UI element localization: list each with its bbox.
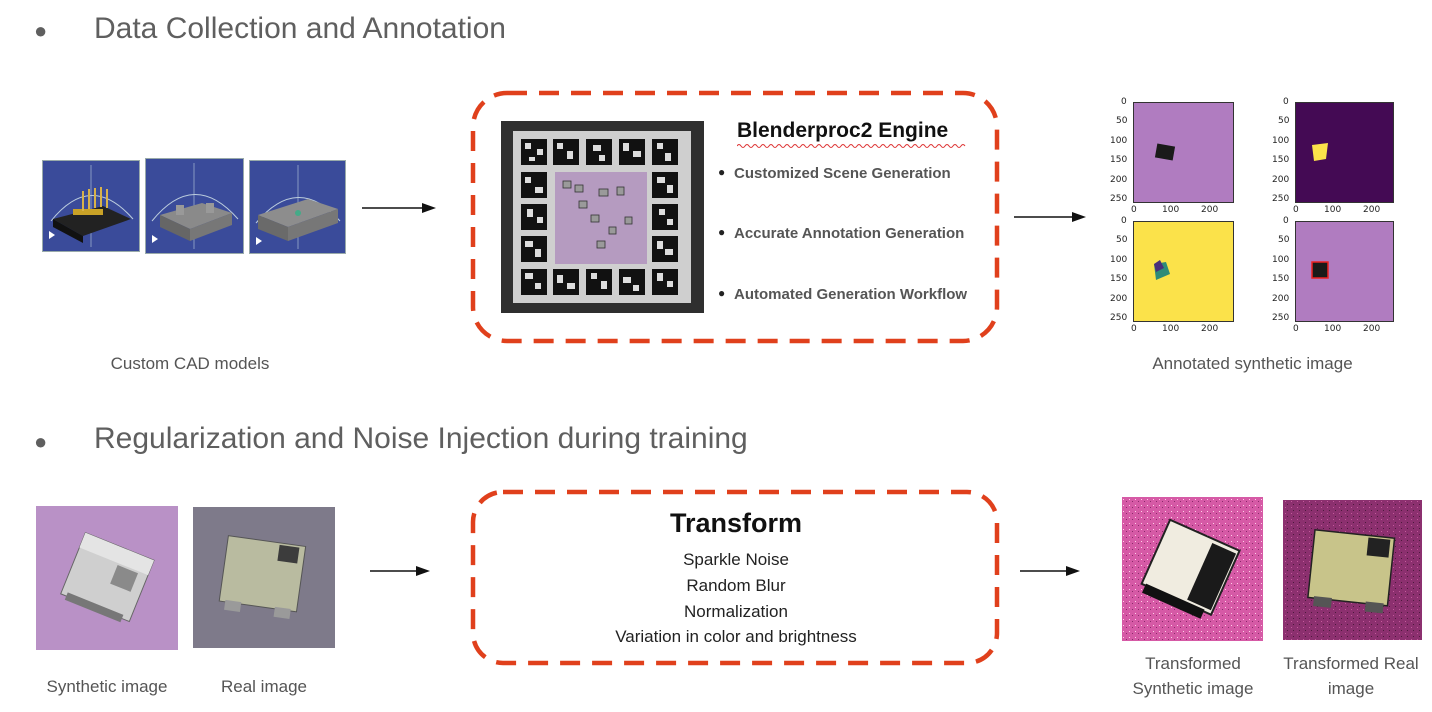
engine-dashed-box bbox=[470, 90, 1000, 344]
arrow-transform-to-outputs bbox=[1020, 566, 1080, 576]
tick-y: 200 bbox=[1272, 175, 1290, 185]
scattered-parts bbox=[562, 180, 633, 249]
plot-panel-mask bbox=[1295, 102, 1394, 203]
tick-x: 0 bbox=[1293, 324, 1299, 334]
tick-x: 100 bbox=[1324, 324, 1342, 334]
tick-y: 150 bbox=[1272, 155, 1290, 165]
tick-x: 100 bbox=[1162, 205, 1180, 215]
tick-y: 200 bbox=[1272, 294, 1290, 304]
transformed-real-image bbox=[1283, 500, 1422, 640]
real-input-caption: Real image bbox=[221, 677, 307, 696]
transform-title: Transform bbox=[669, 508, 803, 538]
tick-x: 200 bbox=[1201, 205, 1219, 215]
tick-x: 0 bbox=[1293, 205, 1299, 215]
arrow-cad-to-engine bbox=[362, 203, 436, 213]
synthetic-input-image bbox=[36, 506, 178, 650]
tick-y: 50 bbox=[1116, 116, 1128, 126]
transformed-real-caption-line2: image bbox=[1327, 679, 1375, 698]
tick-y: 100 bbox=[1110, 136, 1128, 146]
tick-y: 0 bbox=[1121, 97, 1127, 107]
tick-y: 100 bbox=[1272, 136, 1290, 146]
tick-x: 100 bbox=[1162, 324, 1180, 334]
transformed-synthetic-image bbox=[1122, 497, 1263, 641]
tick-x: 200 bbox=[1201, 324, 1219, 334]
plot-panel-depth bbox=[1133, 221, 1234, 322]
tick-y: 150 bbox=[1110, 155, 1128, 165]
tick-x: 100 bbox=[1324, 205, 1342, 215]
cad-caption: Custom CAD models bbox=[110, 354, 270, 373]
tick-y: 50 bbox=[1278, 235, 1290, 245]
tick-y: 50 bbox=[1278, 116, 1290, 126]
transform-item-2: Random Blur bbox=[686, 576, 786, 595]
spellcheck-underline bbox=[737, 144, 966, 148]
tick-y: 0 bbox=[1283, 216, 1289, 226]
engine-item-3: Automated Generation Workflow bbox=[734, 286, 968, 303]
arrow-engine-to-annotated bbox=[1014, 212, 1086, 222]
tick-y: 100 bbox=[1272, 255, 1290, 265]
tick-x: 0 bbox=[1131, 205, 1137, 215]
cad-model-image-1 bbox=[42, 160, 140, 252]
transformed-synthetic-caption-line2: Synthetic image bbox=[1132, 679, 1254, 698]
cad-model-image-3 bbox=[249, 160, 346, 254]
engine-bullet-1: ● bbox=[718, 165, 726, 179]
transformed-synthetic-caption-line1: Transformed bbox=[1145, 654, 1241, 673]
tick-y: 150 bbox=[1272, 274, 1290, 284]
cad-model-image-2 bbox=[145, 158, 244, 254]
tick-y: 50 bbox=[1116, 235, 1128, 245]
transform-item-4: Variation in color and brightness bbox=[615, 627, 857, 646]
transformed-real-caption-line1: Transformed Real bbox=[1283, 654, 1419, 673]
tick-y: 150 bbox=[1110, 274, 1128, 284]
engine-bullet-2: ● bbox=[718, 225, 726, 239]
real-input-image bbox=[193, 507, 335, 648]
engine-bullet-3: ● bbox=[718, 286, 726, 300]
tick-y: 0 bbox=[1121, 216, 1127, 226]
engine-item-1: Customized Scene Generation bbox=[734, 165, 951, 182]
transform-item-1: Sparkle Noise bbox=[683, 550, 789, 569]
tick-x: 200 bbox=[1363, 205, 1381, 215]
tick-x: 200 bbox=[1363, 324, 1381, 334]
marker-board-scene bbox=[501, 121, 704, 313]
arrow-inputs-to-transform bbox=[370, 566, 430, 576]
tick-y: 250 bbox=[1110, 194, 1128, 204]
transform-dashed-box bbox=[470, 489, 1000, 666]
marker-board-frame bbox=[513, 131, 691, 303]
aruco-markers bbox=[521, 139, 678, 295]
plot-panel-bbox bbox=[1295, 221, 1394, 322]
plot-panel-rgb bbox=[1133, 102, 1234, 203]
engine-item-2: Accurate Annotation Generation bbox=[734, 225, 965, 242]
tick-y: 100 bbox=[1110, 255, 1128, 265]
tick-y: 200 bbox=[1110, 175, 1128, 185]
annotated-caption: Annotated synthetic image bbox=[1152, 354, 1353, 373]
tick-y: 250 bbox=[1272, 194, 1290, 204]
bullet-dot: ● bbox=[34, 429, 48, 454]
section-title-data-collection: Data Collection and Annotation bbox=[94, 12, 506, 45]
tick-y: 250 bbox=[1272, 313, 1290, 323]
bullet-dot: ● bbox=[34, 18, 48, 43]
transform-item-3: Normalization bbox=[684, 602, 788, 621]
tick-y: 200 bbox=[1110, 294, 1128, 304]
tick-y: 0 bbox=[1283, 97, 1289, 107]
tick-x: 0 bbox=[1131, 324, 1137, 334]
engine-title: Blenderproc2 Engine bbox=[737, 119, 949, 142]
tick-y: 250 bbox=[1110, 313, 1128, 323]
section-title-regularization: Regularization and Noise Injection durin… bbox=[94, 422, 748, 455]
synthetic-input-caption: Synthetic image bbox=[46, 677, 168, 696]
